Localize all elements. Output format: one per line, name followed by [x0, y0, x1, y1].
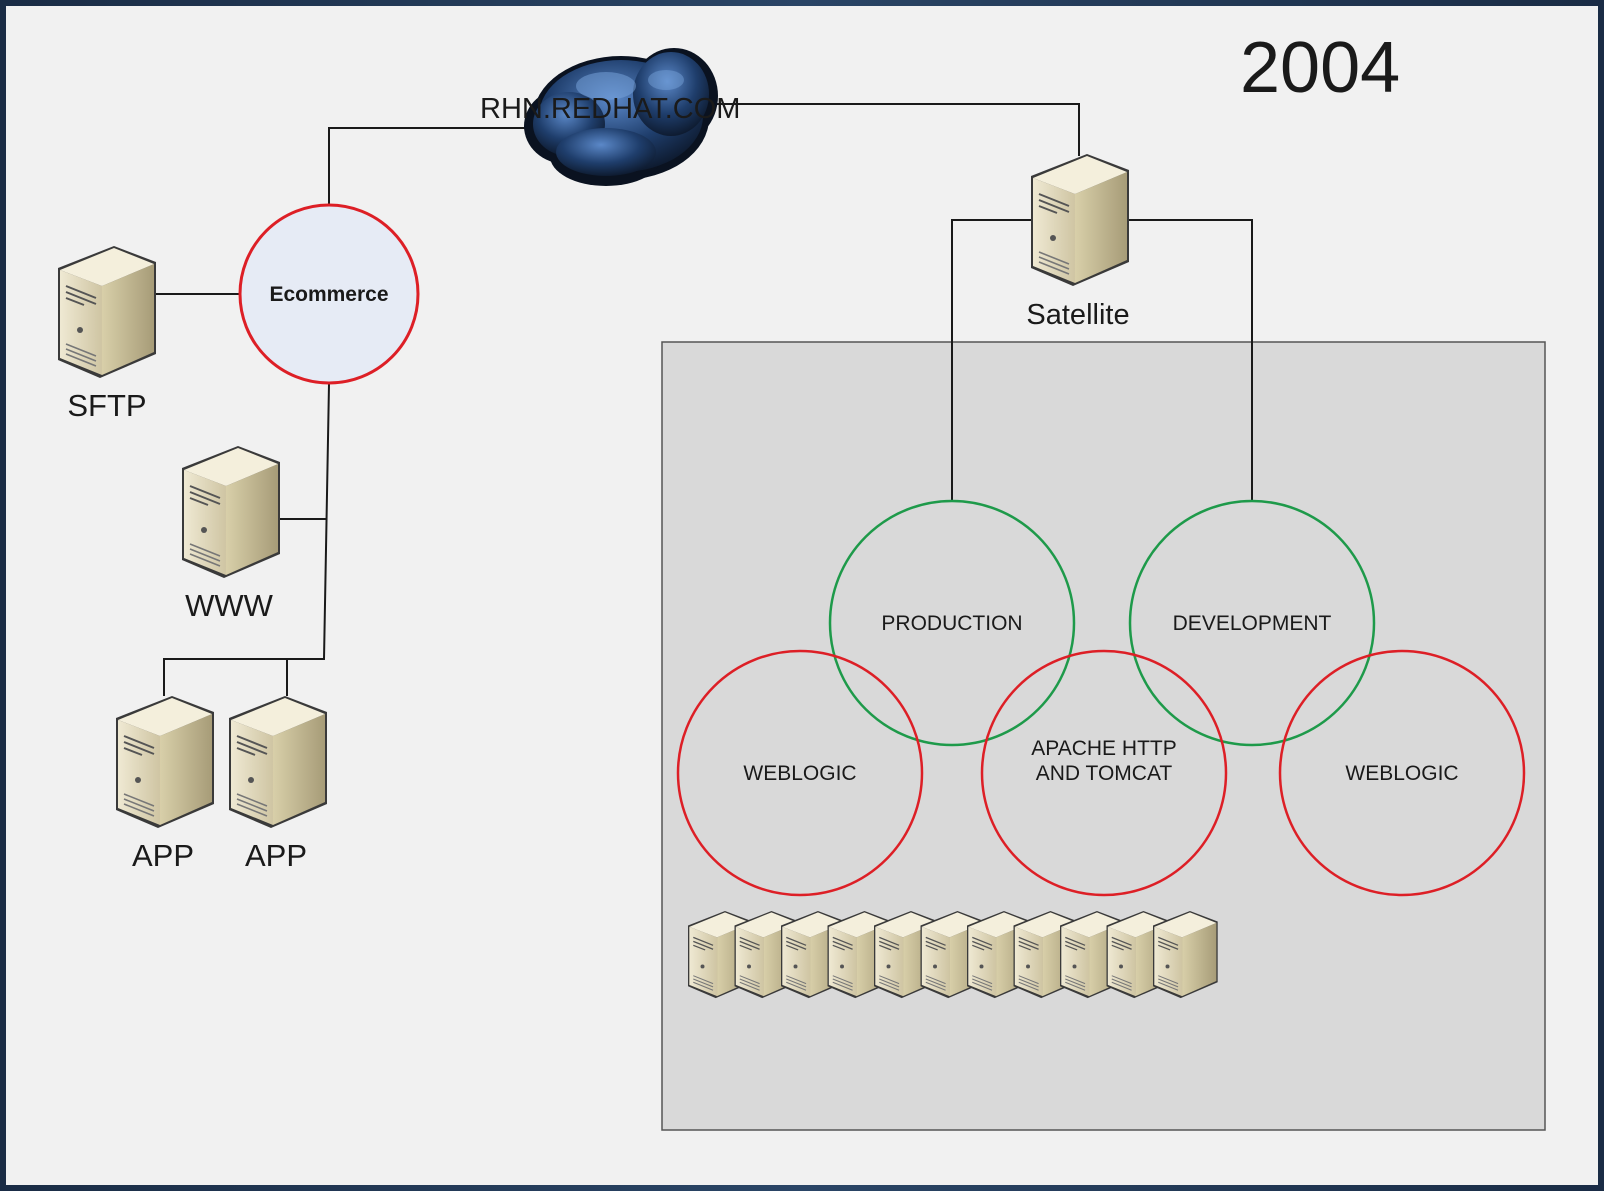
weblogic-right-label: WEBLOGIC [1345, 762, 1458, 785]
ecommerce-to-app1-line [163, 383, 330, 696]
app2-server-icon [228, 695, 328, 829]
ecommerce-label: Ecommerce [269, 283, 388, 306]
satellite-to-development-line [1125, 219, 1253, 501]
app2-label: APP [245, 838, 307, 873]
development-ring [1128, 499, 1376, 747]
app1-server-icon [115, 695, 215, 829]
satellite-to-production-line [951, 219, 1033, 501]
weblogic-right-ring [1278, 649, 1526, 897]
weblogic-left-ring [676, 649, 924, 897]
cloud-icon [524, 48, 718, 186]
apache-label-line2: AND TOMCAT [1036, 762, 1173, 785]
satellite-server-icon [1030, 153, 1130, 287]
network-diagram: RHN.REDHAT.COM 2004 Ecommerce SFTP WWW A… [57, 28, 1546, 1131]
server-farm [687, 910, 1219, 999]
farm-server-icon [1152, 910, 1219, 999]
cloud-to-satellite-line [706, 103, 1080, 156]
cloud-label: RHN.REDHAT.COM [480, 93, 740, 125]
sftp-server-icon [57, 245, 157, 379]
apache-tomcat-ring [980, 649, 1228, 897]
apache-label-line1: APACHE HTTP [1031, 737, 1176, 760]
year-label: 2004 [1240, 28, 1400, 108]
production-ring [828, 499, 1076, 747]
satellite-label: Satellite [1026, 299, 1129, 331]
app1-label: APP [132, 838, 194, 873]
diagram-canvas: RHN.REDHAT.COM 2004 Ecommerce SFTP WWW A… [6, 6, 1598, 1185]
sftp-label: SFTP [67, 388, 146, 423]
datacenter-zone [661, 341, 1546, 1131]
www-server-icon [181, 445, 281, 579]
ecommerce-hub [238, 203, 420, 385]
connection-lines [156, 103, 1253, 696]
ecommerce-to-cloud-line [328, 127, 566, 206]
www-label: WWW [185, 588, 274, 623]
development-label: DEVELOPMENT [1173, 612, 1332, 635]
production-label: PRODUCTION [881, 612, 1022, 635]
weblogic-left-label: WEBLOGIC [743, 762, 856, 785]
